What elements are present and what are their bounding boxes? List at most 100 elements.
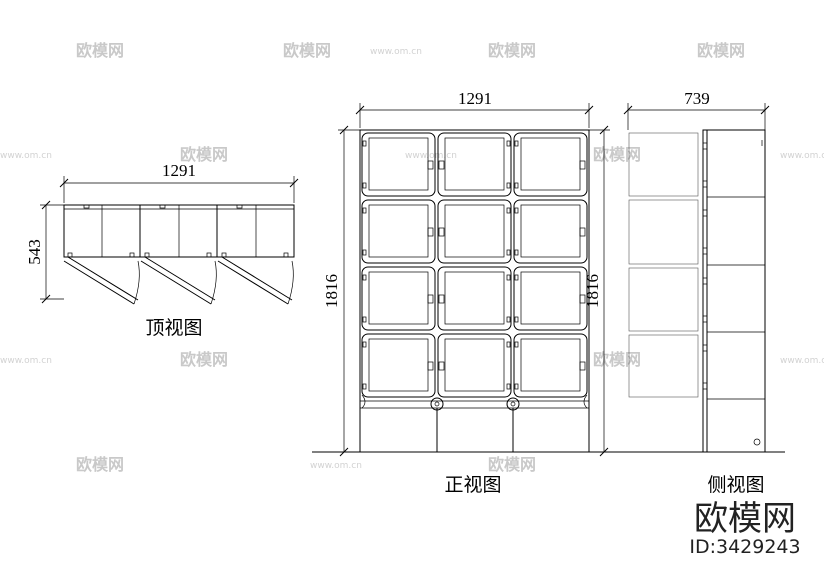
locker-lock: [427, 160, 434, 170]
top-cabinet-plan: [63, 204, 295, 258]
front-locker-grid: [361, 132, 588, 398]
watermark-logo: 欧模网: [180, 350, 228, 369]
locker-window: [444, 338, 505, 392]
locker-hinge: [514, 274, 519, 281]
locker-window: [520, 137, 581, 191]
locker-window: [444, 137, 505, 191]
locker-lock: [438, 227, 445, 237]
locker-hinge: [514, 249, 519, 256]
locker-window: [444, 271, 505, 325]
side-open-doors: [628, 132, 699, 398]
locker-window: [520, 204, 581, 258]
locker-hinge: [514, 341, 519, 348]
locker-hinge: [362, 249, 367, 256]
locker-hinge: [362, 383, 367, 390]
watermark-logo: 欧模网: [180, 145, 228, 164]
locker-window: [368, 271, 429, 325]
watermark-logo: 欧模网: [488, 455, 536, 474]
locker-window: [520, 338, 581, 392]
front-width-label: 1291: [458, 89, 492, 108]
locker-hinge: [362, 207, 367, 214]
locker-lock: [579, 160, 586, 170]
locker-hinge: [514, 316, 519, 323]
locker-door: [437, 132, 512, 197]
locker-hinge: [362, 341, 367, 348]
locker-lock: [579, 294, 586, 304]
front-cabinet-frame: [359, 129, 590, 453]
side-view-caption: 侧视图: [707, 474, 764, 496]
watermark-logo: 欧模网: [593, 145, 641, 164]
locker-door: [513, 199, 588, 264]
watermark-url: www.om.cn: [780, 356, 824, 366]
watermark-logo: 欧模网: [488, 41, 536, 60]
locker-door: [513, 132, 588, 197]
watermark-url: www.om.cn: [310, 461, 362, 471]
locker-window: [368, 137, 429, 191]
locker-hinge: [506, 207, 511, 214]
watermark-logo: 欧模网: [76, 41, 124, 60]
watermark-url: www.om.cn: [405, 151, 457, 161]
side-view: 739 侧视图: [612, 89, 785, 496]
watermark-url: www.om.cn: [370, 47, 422, 57]
front-width-dimension: 1291: [355, 89, 594, 128]
locker-lock: [579, 361, 586, 371]
locker-lock: [438, 361, 445, 371]
locker-lock: [438, 160, 445, 170]
locker-lock: [427, 294, 434, 304]
locker-hinge: [506, 182, 511, 189]
watermark-logo: 欧模网: [697, 41, 745, 60]
watermark-url: www.om.cn: [780, 151, 824, 161]
locker-hinge: [506, 316, 511, 323]
locker-window: [368, 338, 429, 392]
locker-hinge: [514, 140, 519, 147]
locker-door: [437, 266, 512, 331]
front-bottom-locks: [361, 394, 588, 411]
locker-hinge: [506, 140, 511, 147]
top-depth-dimension: 543: [25, 200, 64, 304]
top-depth-label: 543: [25, 239, 44, 265]
locker-door: [513, 266, 588, 331]
front-height-dimension-left: 1816: [322, 125, 360, 457]
front-height-label-right: 1816: [583, 274, 602, 308]
brand-watermark: 欧模网 ID:3429243: [689, 499, 800, 558]
front-height-label-left: 1816: [322, 274, 341, 308]
locker-door: [437, 199, 512, 264]
locker-door: [361, 199, 436, 264]
locker-door: [361, 266, 436, 331]
locker-hinge: [506, 249, 511, 256]
locker-hinge: [514, 207, 519, 214]
top-door-swings: [63, 256, 294, 305]
model-id: ID:3429243: [689, 536, 800, 558]
front-view: 1291 1816 1816: [312, 89, 640, 496]
locker-hinge: [362, 182, 367, 189]
front-height-dimension-right: 1816: [583, 125, 610, 457]
locker-hinge: [362, 274, 367, 281]
locker-window: [520, 271, 581, 325]
locker-hinge: [514, 383, 519, 390]
locker-hinge: [362, 316, 367, 323]
side-depth-dimension: 739: [623, 89, 770, 130]
locker-hinge: [514, 182, 519, 189]
locker-lock: [427, 227, 434, 237]
watermark-logo: 欧模网: [593, 350, 641, 369]
locker-door: [437, 333, 512, 398]
locker-hinge: [506, 274, 511, 281]
locker-door: [361, 333, 436, 398]
side-depth-label: 739: [684, 89, 710, 108]
locker-door: [361, 132, 436, 197]
locker-hinge: [506, 341, 511, 348]
top-width-label: 1291: [162, 161, 196, 180]
locker-hinge: [362, 140, 367, 147]
top-view: 1291 543: [25, 161, 299, 339]
watermark-url: www.om.cn: [0, 151, 52, 161]
brand-logo: 欧模网: [694, 499, 796, 539]
locker-hinge: [506, 383, 511, 390]
locker-door: [513, 333, 588, 398]
locker-lock: [438, 294, 445, 304]
locker-lock: [579, 227, 586, 237]
locker-lock: [427, 361, 434, 371]
front-view-caption: 正视图: [444, 474, 501, 496]
top-width-dimension: 1291: [59, 161, 299, 203]
watermark-logo: 欧模网: [76, 455, 124, 474]
top-view-caption: 顶视图: [145, 317, 202, 339]
